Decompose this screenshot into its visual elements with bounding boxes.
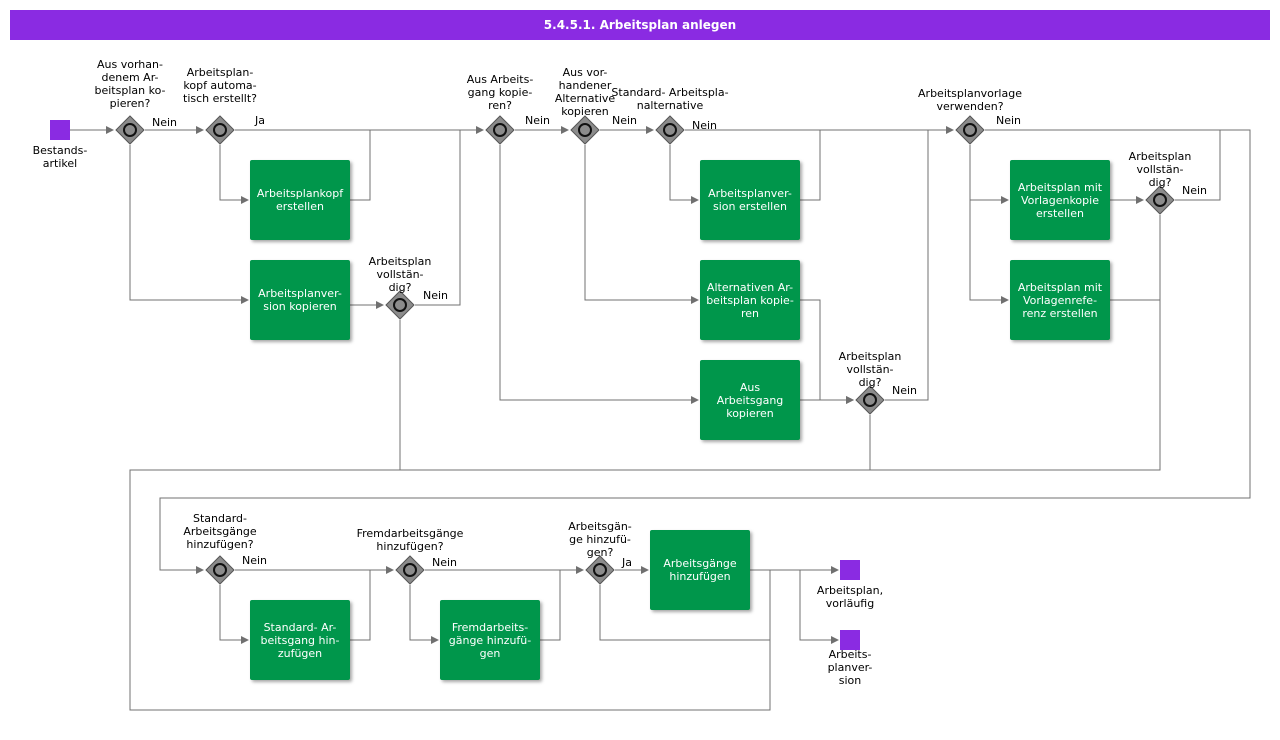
gateway-g2[interactable] — [205, 115, 235, 145]
flow-g8-right — [159, 129, 1251, 574]
task-arbeitsplan-vorlagenkopie[interactable]: Arbeitsplan mit Vorlagenkopie erstellen — [1010, 160, 1110, 240]
gateway-g1-label: Aus vorhan-denem Ar-beitsplan ko-pieren? — [94, 58, 166, 110]
gateway-g8[interactable] — [955, 115, 985, 145]
end-event-arbeitsplan[interactable] — [840, 560, 860, 580]
task-arbeitsplan-vorlagenreferenz[interactable]: Arbeitsplan mit Vorlagenrefe-renz erstel… — [1010, 260, 1110, 340]
task-standard-arbeitsgang-hinzufuegen[interactable]: Standard- Ar-beitsgang hin-zufügen — [250, 600, 350, 680]
gateway-g2-label: Arbeitsplan-kopf automa-tisch erstellt? — [183, 66, 257, 105]
start-event[interactable] — [50, 120, 70, 140]
flow-label-g6-nein: Nein — [692, 119, 718, 132]
end-event-arbeitsplan-label: Arbeitsplan,vorläufig — [816, 584, 884, 610]
flow-g10-t8 — [219, 585, 249, 644]
gateway-g7[interactable] — [855, 385, 885, 415]
flow-g8-t7 — [969, 200, 1009, 304]
flow-label-g2-ja: Ja — [255, 114, 265, 127]
task-fremdarbeitsgaenge-hinzufuegen[interactable]: Fremdarbeits-gänge hinzufü-gen — [440, 600, 540, 680]
flow-label-g8-nein: Nein — [996, 114, 1022, 127]
task-aus-arbeitsgang-kopieren[interactable]: Aus Arbeitsgang kopieren — [700, 360, 800, 440]
gateway-g11[interactable] — [395, 555, 425, 585]
gateway-g3[interactable] — [385, 290, 415, 320]
flow-g12-skip — [599, 585, 770, 641]
flow-label-g3-nein: Nein — [423, 289, 449, 302]
task-arbeitsgaenge-hinzufuegen[interactable]: Arbeitsgänge hinzufügen — [650, 530, 750, 610]
gateway-g10[interactable] — [205, 555, 235, 585]
task-arbeitsplanversion-kopieren[interactable]: Arbeitsplanver-sion kopieren — [250, 260, 350, 340]
end-event-arbeitsplanversion[interactable] — [840, 630, 860, 650]
flow-label-g1-nein: Nein — [152, 116, 178, 129]
flow-g1-t2 — [129, 145, 249, 304]
start-event-label: Bestands-artikel — [32, 144, 88, 170]
flow-g6-t3 — [669, 145, 699, 204]
task-arbeitsplanversion-erstellen[interactable]: Arbeitsplanver-sion erstellen — [700, 160, 800, 240]
flow-g11-t9 — [409, 585, 439, 644]
gateway-g6[interactable] — [655, 115, 685, 145]
task-arbeitsplankopf-erstellen[interactable]: Arbeitsplankopf erstellen — [250, 160, 350, 240]
flow-g4-t5 — [499, 145, 699, 404]
gateway-g4[interactable] — [485, 115, 515, 145]
flow-g5-t4 — [584, 145, 699, 304]
task-alternativen-arbeitsplan-kopieren[interactable]: Alternativen Ar-beitsplan kopie-ren — [700, 260, 800, 340]
flow-t9-join — [540, 570, 561, 641]
flow-t3-join — [800, 130, 821, 201]
gateway-g5[interactable] — [570, 115, 600, 145]
flow-g7-join — [885, 130, 929, 401]
flow-g9-join — [1175, 130, 1221, 201]
flow-label-g10-nein: Nein — [242, 554, 268, 567]
flow-label-g9-nein: Nein — [1182, 184, 1208, 197]
flow-g2-t1 — [219, 145, 249, 204]
flow-g3-join — [415, 130, 461, 306]
gateway-g9[interactable] — [1145, 185, 1175, 215]
gateway-g6-label: Standard- Arbeitspla-nalternative — [611, 86, 729, 112]
flow-t1-join — [350, 130, 371, 201]
flow-t10-end2 — [799, 570, 839, 644]
gateway-g4-label: Aus Arbeits-gang kopie-ren? — [466, 73, 534, 112]
flow-label-g7-nein: Nein — [892, 384, 918, 397]
gateway-g12-label: Arbeitsgän-ge hinzufü-gen? — [568, 520, 632, 559]
gateway-g1[interactable] — [115, 115, 145, 145]
flow-label-g12-ja: Ja — [622, 556, 632, 569]
flow-label-g11-nein: Nein — [432, 556, 458, 569]
flow-t8-join — [350, 570, 371, 641]
gateway-g12[interactable] — [585, 555, 615, 585]
end-event-arbeitsplanversion-label: Arbeits-planver-sion — [827, 648, 873, 687]
flow-label-g4-nein: Nein — [525, 114, 551, 127]
flow-label-g5-nein: Nein — [612, 114, 638, 127]
diagram-title: 5.4.5.1. Arbeitsplan anlegen — [10, 10, 1270, 40]
flow-g8-t6 — [969, 145, 1009, 204]
